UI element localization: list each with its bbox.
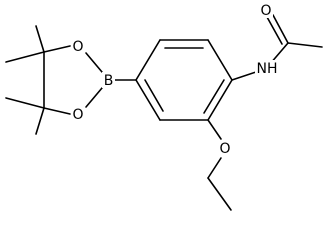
ether-oxygen-label: O <box>219 141 230 157</box>
ring-double-bond <box>203 79 225 114</box>
bond-o-c-bottom <box>43 107 71 115</box>
bond-carbonyl-double <box>272 14 289 44</box>
bond-carbonyl-methyl <box>287 42 323 48</box>
atom-labels: B O O NH O O <box>71 2 279 157</box>
pinacol-boronate <box>5 25 137 135</box>
ring-bond <box>207 79 233 121</box>
bond-b-o-top <box>85 52 103 73</box>
methyl-bond <box>35 107 45 135</box>
ring-oxygen-top-label: O <box>72 39 83 55</box>
bond-ch2-ch3 <box>207 177 232 211</box>
chemical-structure: B O O NH O O <box>5 2 323 211</box>
bond-o-c-top <box>43 45 71 53</box>
carbonyl-oxygen-label: O <box>260 3 271 19</box>
ethoxy-group <box>207 119 232 211</box>
bond-b-o-bottom <box>85 87 103 108</box>
bond-ring-n <box>231 71 257 81</box>
benzene-ring <box>135 39 233 121</box>
ring-bond <box>135 79 161 121</box>
methyl-bond <box>5 97 45 109</box>
bond-o-ch2 <box>207 157 222 179</box>
bond-ring-o <box>207 119 222 140</box>
methyl-bond <box>5 51 45 63</box>
ring-double-bond <box>144 79 164 112</box>
ring-bond <box>135 39 161 81</box>
boron-label: B <box>104 73 114 89</box>
methyl-bond <box>35 25 45 53</box>
bond-carbonyl-double <box>266 16 283 45</box>
amide-nh-label: NH <box>257 61 278 77</box>
ring-oxygen-bottom-label: O <box>72 107 83 123</box>
ring-bond <box>207 39 233 81</box>
